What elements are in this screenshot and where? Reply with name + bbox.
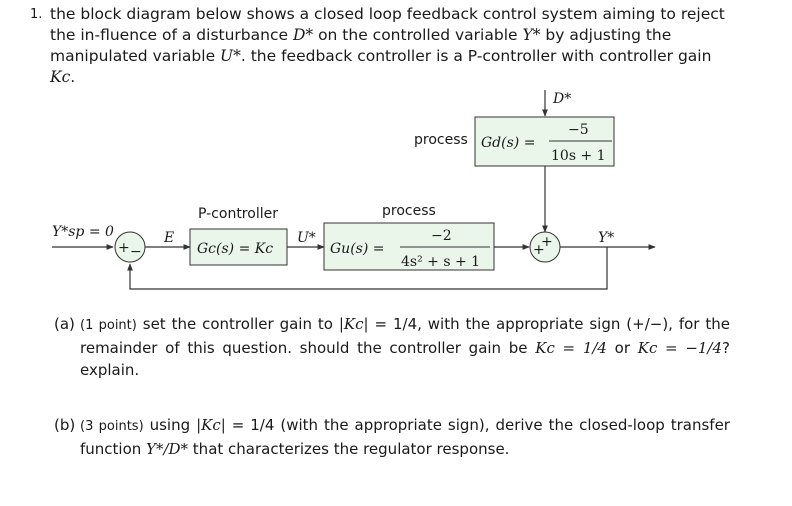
gd-denominator: 10s + 1 [551,148,606,164]
setpoint-label: Y*sp = 0 [52,224,114,240]
part-a-label: (a) [54,315,75,333]
gd-process-label: process [414,132,468,148]
part-b-points: (3 points) [80,419,144,434]
var-disturbance: D* [292,26,314,44]
gu-process-label: process [382,203,436,219]
part-b-transfer-function: Y*/D* [146,440,189,458]
gc-text: Gc(s) = Kc [197,241,273,257]
var-gain: Kc [50,68,71,86]
intro-text-2: on the controlled variable [313,26,523,44]
part-b: (b) (3 points) using |Kc| = 1/4 (with th… [54,414,730,460]
part-b-abs-kc: |Kc| [196,416,226,434]
part-a-text-4: ? explain. [80,339,730,379]
problem-number: 1. [30,7,43,22]
controller-label: P-controller [198,206,278,222]
error-label: E [163,230,174,246]
part-b-body: (3 points) using |Kc| = 1/4 (with the ap… [80,414,730,460]
problem-intro: the block diagram below shows a closed l… [50,4,730,88]
intro-text-4: . the feedback controller is a P-control… [240,47,712,65]
sum2-plus-sign-top: + [541,234,553,250]
u-label: U* [297,230,316,246]
problem-statement: 1. the block diagram below shows a close… [30,4,730,88]
part-a: (a) (1 point) set the controller gain to… [54,313,730,381]
part-a-text-3: or [606,339,638,357]
part-a-text-2: = 1/4, with the appropriate sign (+/−), … [80,315,731,357]
part-b-label: (b) [54,416,76,434]
part-a-option-1: Kc = 1/4 [535,339,607,357]
part-b-text-1: using [143,416,197,434]
block-diagram: D* process Gd(s) = −5 10s + 1 Y*sp = 0 +… [52,90,656,290]
intro-text-5: . [70,68,76,86]
part-a-text-1: set the controller gain to [136,315,339,333]
output-label: Y* [598,230,614,246]
sum1-plus-sign: + [118,240,130,256]
sum2-plus-sign-left: + [533,242,545,258]
var-controlled: Y* [522,26,541,44]
var-manipulated: U* [220,47,241,65]
intro-text-3: by adjusting the manipulated variable [50,26,672,65]
intro-text-1: the block diagram below shows a closed l… [50,5,725,44]
gu-denominator: 4s² + s + 1 [401,254,480,270]
part-a-abs-kc: |Kc| [338,315,369,333]
gd-numerator: −5 [568,122,589,138]
feedback-path [127,247,608,290]
part-b-text-2: = 1/4 (with the appropriate sign), deriv… [80,416,730,458]
sum1-minus-sign: − [130,244,142,260]
part-a-option-2: Kc = −1/4 [637,339,723,357]
disturbance-label: D* [552,91,571,107]
part-a-points: (1 point) [80,318,137,333]
part-a-body: (1 point) set the controller gain to |Kc… [80,313,730,381]
gu-lhs: Gu(s) = [330,241,385,257]
gu-numerator: −2 [431,228,452,244]
gd-lhs: Gd(s) = [481,135,535,151]
part-b-text-3: that characterizes the regulator respons… [188,440,510,458]
